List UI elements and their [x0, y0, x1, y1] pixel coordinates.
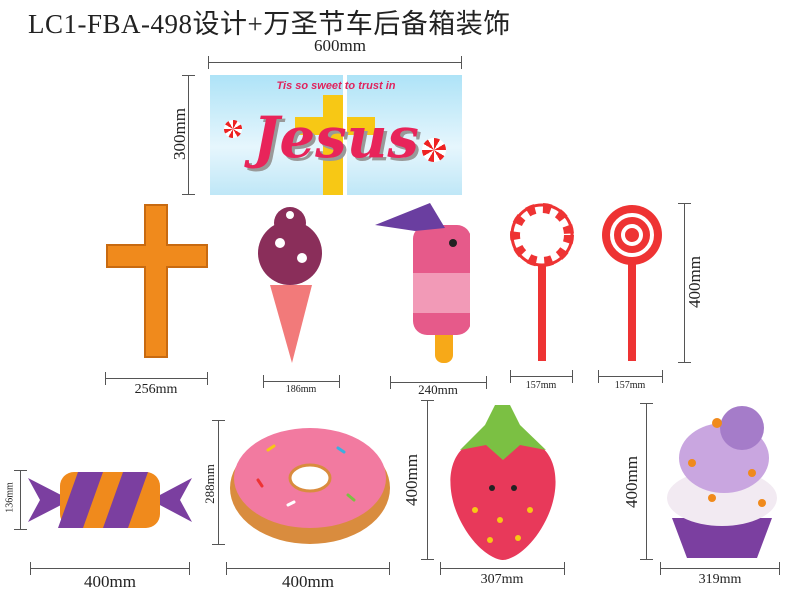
candy-width-label: 400mm — [84, 572, 136, 591]
banner-tagline: Tis so sweet to trust in — [276, 80, 396, 92]
page-title: LC1-FBA-498设计+万圣节车后备箱装饰 — [28, 9, 511, 39]
candy-height-dimension-line — [14, 470, 27, 530]
banner-width-dimension-line — [208, 56, 462, 69]
cupcake-height-label: 400mm — [622, 456, 641, 508]
cupcake-width-label: 319mm — [698, 572, 742, 587]
cross-width-dimension-line — [105, 372, 208, 385]
cupcake-width-dimension-line — [660, 562, 780, 575]
strawberry-width-dimension-line — [440, 562, 565, 575]
banner-image: Tis so sweet to trust in Jesus — [210, 75, 462, 195]
cross-image — [106, 204, 208, 358]
donut-width-label: 400mm — [282, 572, 334, 591]
banner-height-label: 300mm — [170, 108, 189, 160]
strawberry-image — [450, 405, 556, 560]
cupcake-image — [667, 406, 777, 558]
lollipop-2-image — [602, 205, 662, 361]
donut-image — [230, 428, 390, 544]
ice-cream-width-dimension-line — [263, 375, 340, 388]
row2-height-dimension-line — [678, 203, 691, 363]
banner-word: Jesus — [253, 105, 419, 171]
ice-cream-width-label: 186mm — [285, 384, 317, 395]
row2-height-label: 400mm — [685, 256, 704, 308]
lollipop-1-image — [510, 203, 574, 361]
cupcake-height-dimension-line — [640, 403, 653, 560]
donut-width-dimension-line — [226, 562, 390, 575]
lollipop-1-width-dimension-line — [510, 370, 573, 383]
candy-height-label: 136mm — [4, 482, 16, 513]
strawberry-width-label: 307mm — [480, 572, 524, 587]
banner-width-label: 600mm — [314, 36, 366, 55]
banner-height-dimension-line — [182, 75, 195, 195]
candy-image — [28, 472, 192, 528]
popsicle-width-label: 240mm — [418, 382, 458, 397]
donut-height-dimension-line — [212, 420, 225, 545]
popsicle-width-dimension-line — [390, 376, 487, 389]
lollipop-2-width-label: 157mm — [614, 380, 646, 391]
lollipop-2-width-dimension-line — [598, 370, 663, 383]
cross-width-label: 256mm — [134, 382, 178, 397]
ice-cream-image — [258, 207, 322, 363]
strawberry-height-dimension-line — [421, 400, 434, 560]
lollipop-1-width-label: 157mm — [525, 380, 557, 391]
donut-height-label: 288mm — [202, 464, 217, 504]
strawberry-height-label: 400mm — [402, 454, 421, 506]
candy-width-dimension-line — [30, 562, 190, 575]
popsicle-image — [375, 203, 470, 363]
